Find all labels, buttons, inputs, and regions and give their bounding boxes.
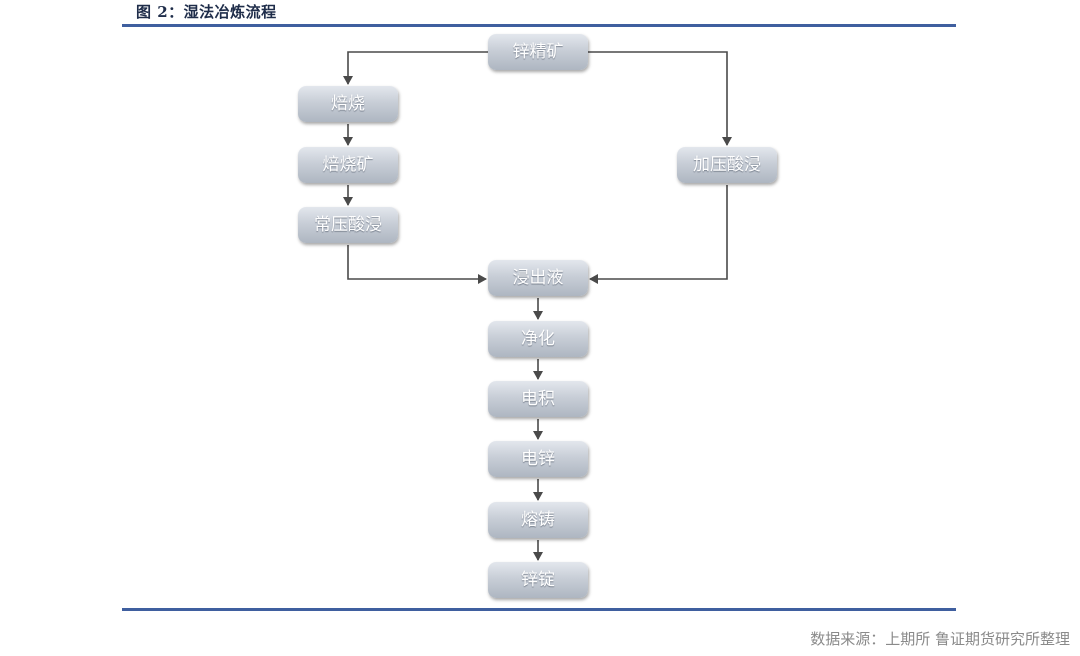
node-pressure-leach: 加压酸浸 (677, 147, 777, 183)
node-calcine: 焙烧矿 (298, 147, 398, 183)
connector-zinc-concentrate-to-roasting (343, 51, 488, 85)
connector-pressure-leach-to-leachate (589, 185, 728, 284)
connector-atmospheric-leach-to-leachate (347, 245, 487, 284)
node-leachate: 浸出液 (488, 260, 588, 296)
node-zinc-ingot: 锌锭 (488, 562, 588, 598)
figure-title: 图 2：湿法冶炼流程 (136, 3, 277, 21)
top-rule (122, 24, 956, 27)
node-purification: 净化 (488, 321, 588, 357)
node-zinc-concentrate: 锌精矿 (488, 34, 588, 70)
node-roasting: 焙烧 (298, 86, 398, 122)
node-cathode-zinc: 电锌 (488, 441, 588, 477)
node-electrowinning: 电积 (488, 381, 588, 417)
connector-zinc-concentrate-to-pressure-leach (588, 51, 732, 146)
node-atmospheric-leach: 常压酸浸 (298, 207, 398, 243)
bottom-rule (122, 608, 956, 611)
node-casting: 熔铸 (488, 502, 588, 538)
source-note: 数据来源：上期所 鲁证期货研究所整理 (810, 630, 1070, 648)
